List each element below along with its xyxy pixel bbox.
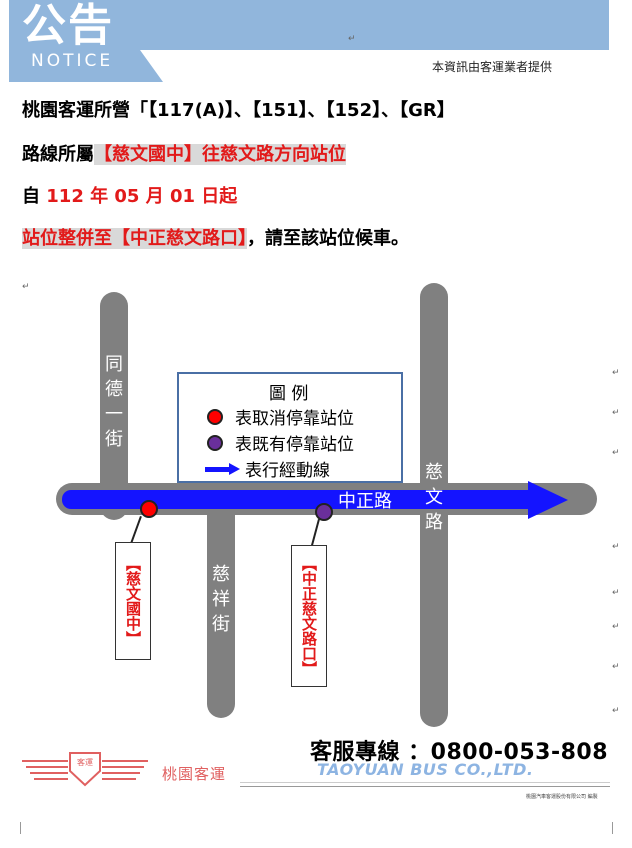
label-cixiang-st: 慈祥街 — [212, 564, 230, 635]
paragraph-mark: ↵ — [612, 588, 620, 598]
company-name: 桃園客運 — [162, 765, 227, 783]
label-zhongzheng-rd: 中正路 — [338, 491, 392, 512]
line4-highlight: 站位整併至【中正慈文路口】 — [22, 228, 247, 249]
legend-existing: 表既有停靠站位 — [207, 430, 354, 455]
map-legend: 圖 例 表取消停靠站位 表既有停靠站位 表行經動線 — [177, 372, 403, 483]
existing-stop-icon — [207, 434, 223, 451]
paragraph-mark: ↵ — [612, 408, 620, 418]
company-english-name: TAOYUAN BUS CO.,LTD. — [317, 760, 534, 779]
paragraph-mark: ↵ — [22, 282, 30, 292]
legend-route: 表行經動線 — [205, 456, 330, 481]
route-arrow-bar — [62, 490, 532, 509]
company-legal-name: 桃園汽車客運股份有限公司 編製 — [526, 794, 598, 800]
cancelled-stop-marker — [140, 500, 158, 518]
legend-existing-label: 表既有停靠站位 — [235, 435, 354, 455]
line2-highlight: 【慈文國中】往慈文路方向站位 — [94, 144, 346, 165]
paragraph-mark: ↵ — [348, 34, 356, 44]
taoyuan-bus-logo-icon: 客運 — [22, 752, 148, 787]
route-arrow-head — [528, 481, 568, 519]
provider-note: 本資訊由客運業者提供 — [432, 60, 553, 74]
cancelled-stop-pointer — [129, 516, 142, 545]
legend-title: 圖 例 — [269, 384, 309, 404]
label-tongde-1st-st: 同德一街 — [105, 354, 123, 450]
footer-divider — [240, 782, 610, 783]
legend-route-label: 表行經動線 — [245, 461, 330, 481]
page-corner-mark — [612, 822, 613, 834]
paragraph-mark: ↵ — [612, 542, 620, 552]
cancelled-stop-icon — [207, 408, 223, 425]
line4-suffix: ，請至該站位候車。 — [247, 228, 409, 249]
effective-date: 112 年 05 月 01 日起 — [46, 186, 238, 207]
paragraph-mark: ↵ — [612, 622, 620, 632]
route-arrow-icon — [205, 462, 241, 475]
paragraph-mark: ↵ — [612, 368, 620, 378]
existing-stop-pointer — [310, 519, 320, 549]
road-cixiang-st — [207, 492, 235, 718]
legend-cancelled-label: 表取消停靠站位 — [235, 409, 354, 429]
road-tongde-1st-st — [100, 292, 128, 520]
paragraph-mark: ↵ — [612, 448, 620, 458]
logo-text: 客運 — [77, 757, 93, 767]
announcement-line-4: 站位整併至【中正慈文路口】，請至該站位候車。 — [22, 226, 409, 252]
cancelled-stop-label: 【慈文國中】 — [115, 542, 151, 660]
announcement-line-3: 自 112 年 05 月 01 日起 — [22, 184, 237, 210]
footer-divider — [240, 786, 610, 787]
page-corner-mark — [20, 822, 21, 834]
announcement-line-2: 路線所屬【慈文國中】往慈文路方向站位 — [22, 142, 346, 168]
notice-title: 公告 — [22, 0, 114, 51]
label-ciwen-rd: 慈文路 — [425, 462, 443, 533]
announcement-line-1: 桃園客運所營「【117(A)】、【151】、【152】、【GR】 — [22, 100, 455, 121]
legend-cancelled: 表取消停靠站位 — [207, 404, 354, 429]
paragraph-mark: ↵ — [612, 706, 620, 716]
notice-subtitle: NOTICE — [31, 51, 114, 71]
line2-prefix: 路線所屬 — [22, 144, 94, 165]
existing-stop-marker — [315, 503, 333, 521]
header-cutout — [140, 50, 618, 82]
customer-service-hotline: 客服專線 ：0800-053-808 — [310, 740, 608, 765]
paragraph-mark: ↵ — [612, 662, 620, 672]
existing-stop-label: 【中正慈文路口】 — [291, 545, 327, 687]
line3-prefix: 自 — [22, 186, 47, 207]
